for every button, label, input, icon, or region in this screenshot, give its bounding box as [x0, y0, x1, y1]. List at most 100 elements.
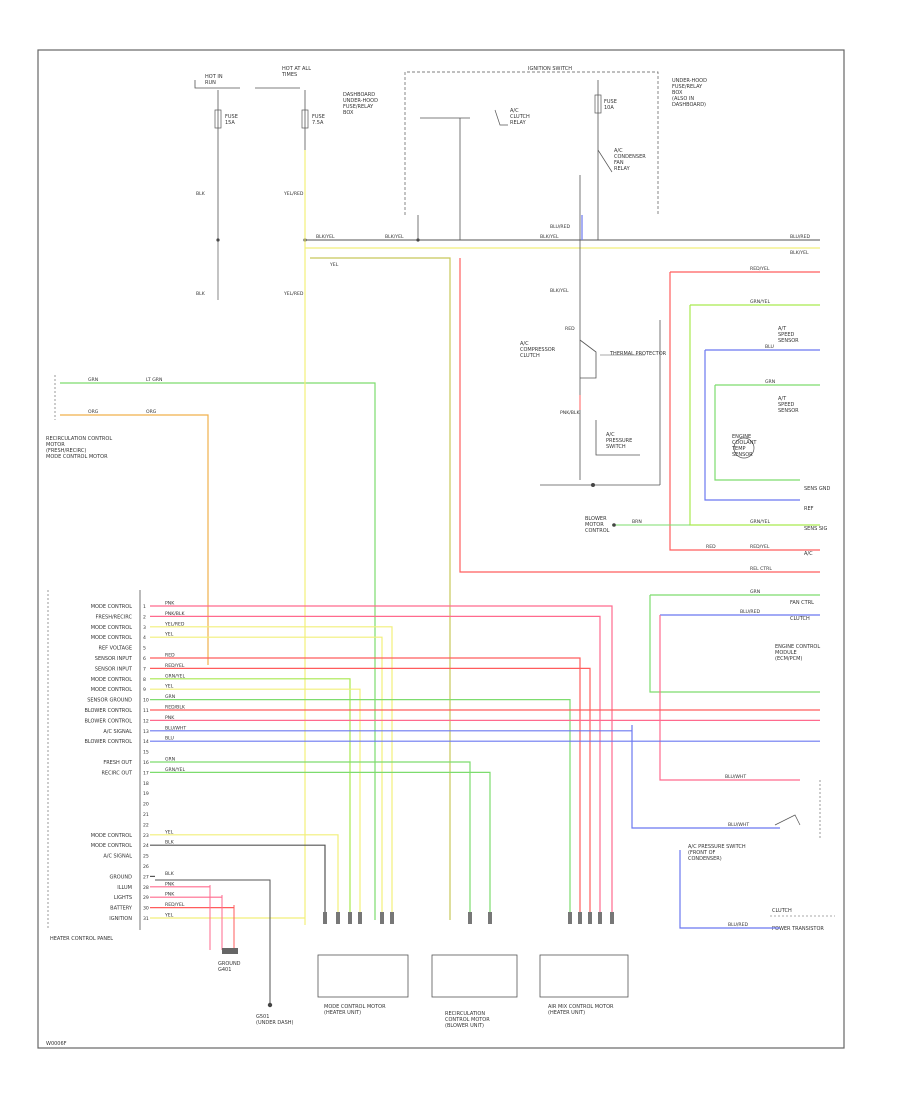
pin-number: 7 [143, 666, 146, 672]
dash-fuse-note-1: DASHBOARD [343, 92, 375, 98]
recirc-note-1: RECIRCULATION CONTROL [46, 436, 112, 442]
right-pin-ref: REF [804, 506, 814, 512]
recirc-note-3: (FRESH/RECIRC) [46, 448, 86, 454]
wire-label-blk-yel-3: BLK/YEL [540, 234, 559, 240]
speed-sensor-label-2: SPEED [778, 332, 795, 338]
pin-number: 24 [143, 843, 149, 849]
ground-point-icon [267, 1002, 273, 1008]
pressure-switch-label-3: SWITCH [606, 444, 626, 450]
pin-label: RECIRC OUT [101, 770, 133, 776]
panel-wire [150, 844, 326, 918]
clutch-label: CLUTCH [772, 908, 792, 914]
engine-sensor-label-3: TEMP [731, 446, 746, 452]
wire-label-blu-r: BLU [765, 344, 774, 350]
underhood-note-5: DASHBOARD) [672, 102, 706, 108]
wire-label-red-yel-r2: RED/YEL [750, 544, 770, 550]
recirc-motor-label-3: (BLOWER UNIT) [445, 1023, 484, 1029]
panel-wire-label: YEL [164, 829, 174, 835]
pin-label: FRESH OUT [103, 760, 133, 766]
right-pin-ac: A/C [804, 551, 813, 557]
clutch-sensor-label-2: (FRONT OF [688, 850, 716, 856]
panel-wire-label: GRN [165, 694, 175, 700]
pin-number: 1 [143, 604, 146, 610]
vertical-feed-wires: YEL [217, 150, 451, 925]
pin-number: 9 [143, 687, 146, 693]
connector-pin-icon [588, 912, 592, 924]
wire-label-yel-red: YEL/RED [283, 191, 304, 197]
wire-label-blu-wht-r: BLU/WHT [725, 774, 746, 780]
hot-at-all-times-label-2: TIMES [281, 72, 297, 78]
relay-switch-icon [597, 149, 613, 173]
right-sensor-section: RED/YEL RED RED/YEL GRN/YEL GRN/YEL BLU … [459, 258, 835, 932]
pin-number: 25 [143, 854, 149, 860]
panel-wire-label: PNK [165, 715, 175, 721]
panel-wire-label: PNK [165, 881, 175, 887]
pin-number: 5 [143, 646, 146, 652]
fuse-icon [214, 109, 222, 129]
pin-label: BLOWER CONTROL [84, 708, 132, 714]
pin-number: 14 [143, 739, 149, 745]
wire-label-grn-r: GRN [765, 379, 775, 385]
panel-wire [150, 688, 361, 918]
pin-label: ILLUM [117, 885, 132, 891]
panel-wire [150, 626, 393, 918]
clutch-relay-label-3: RELAY [510, 120, 527, 126]
connector-pin-icon [390, 912, 394, 924]
pin-label: MODE CONTROL [91, 625, 132, 631]
ignition-box [404, 71, 659, 215]
panel-wire-label: BLU [165, 736, 174, 742]
wire-label-blu-red-c: BLU/RED [550, 224, 570, 230]
bottom-connectors: GROUND G401 G501 (UNDER DASH) MODE CONTR… [155, 725, 780, 1029]
panel-wire-label: GRN/YEL [165, 767, 185, 773]
compressor-section: BLU/RED BLK/YEL RED A/C COMPRESSOR CLUTC… [520, 175, 667, 487]
dash-fuse-note-4: BOX [343, 110, 354, 116]
pin-number: 11 [143, 708, 149, 714]
mode-motor-box [317, 954, 409, 998]
hot-in-run-label-1: HOT IN [205, 74, 223, 80]
fuse-left-label-1: FUSE [225, 114, 238, 120]
pin-number: 19 [143, 791, 149, 797]
wire-label-org: ORG [88, 409, 99, 415]
hot-in-run-label-2: RUN [205, 80, 216, 86]
compressor-label-1: A/C [520, 341, 529, 347]
panel-wire [150, 657, 581, 918]
pin-label: BLOWER CONTROL [84, 718, 132, 724]
pin-number: 27 [143, 874, 149, 880]
panel-wire [150, 667, 591, 918]
compressor-clutch-icon [579, 339, 597, 379]
fuse-icon [594, 94, 602, 114]
pin-label: REF VOLTAGE [99, 646, 133, 652]
pin-number: 16 [143, 760, 149, 766]
pin-label: BATTERY [110, 906, 133, 912]
wire-label-blu-red-r: BLU/RED [790, 234, 810, 240]
wire-label-org-2: ORG [146, 409, 157, 415]
wire-label-red-yel-r: RED/YEL [750, 266, 770, 272]
switch-icon [774, 814, 801, 826]
air-mix-label-1: AIR MIX CONTROL MOTOR [548, 1004, 614, 1010]
connector-pin-icon [468, 912, 472, 924]
wire-label-red-r: RED [706, 544, 716, 550]
engine-sensor-label-2: COOLANT [732, 440, 757, 446]
wire-label-blk-yel-2: BLK/YEL [385, 234, 404, 240]
blower-control-label-1: BLOWER [585, 516, 607, 522]
pin-label: GROUND [109, 874, 132, 880]
engine-control-label-2: MODULE [775, 650, 797, 656]
pin-label: A/C SIGNAL [103, 854, 132, 860]
wire-label-grn-yel-r: GRN/YEL [750, 299, 770, 305]
wire-label-blu-wht-b: BLU/WHT [728, 822, 749, 828]
pin-label: SENSOR INPUT [95, 666, 133, 672]
fuse-mid-label-2: 7.5A [312, 120, 324, 126]
connector-pin-icon [380, 912, 384, 924]
pin-number: 26 [143, 864, 149, 870]
air-mix-label-2: (HEATER UNIT) [548, 1010, 585, 1016]
footer-code: W0006F [46, 1041, 67, 1047]
pin-label: MODE CONTROL [91, 604, 132, 610]
wire-label-rel-ctrl: REL CTRL [750, 566, 772, 572]
pin-number: 21 [143, 812, 149, 818]
speed-sensor-label-1: A/T [778, 326, 787, 332]
pin-number: 10 [143, 698, 149, 704]
panel-wire [150, 615, 601, 918]
